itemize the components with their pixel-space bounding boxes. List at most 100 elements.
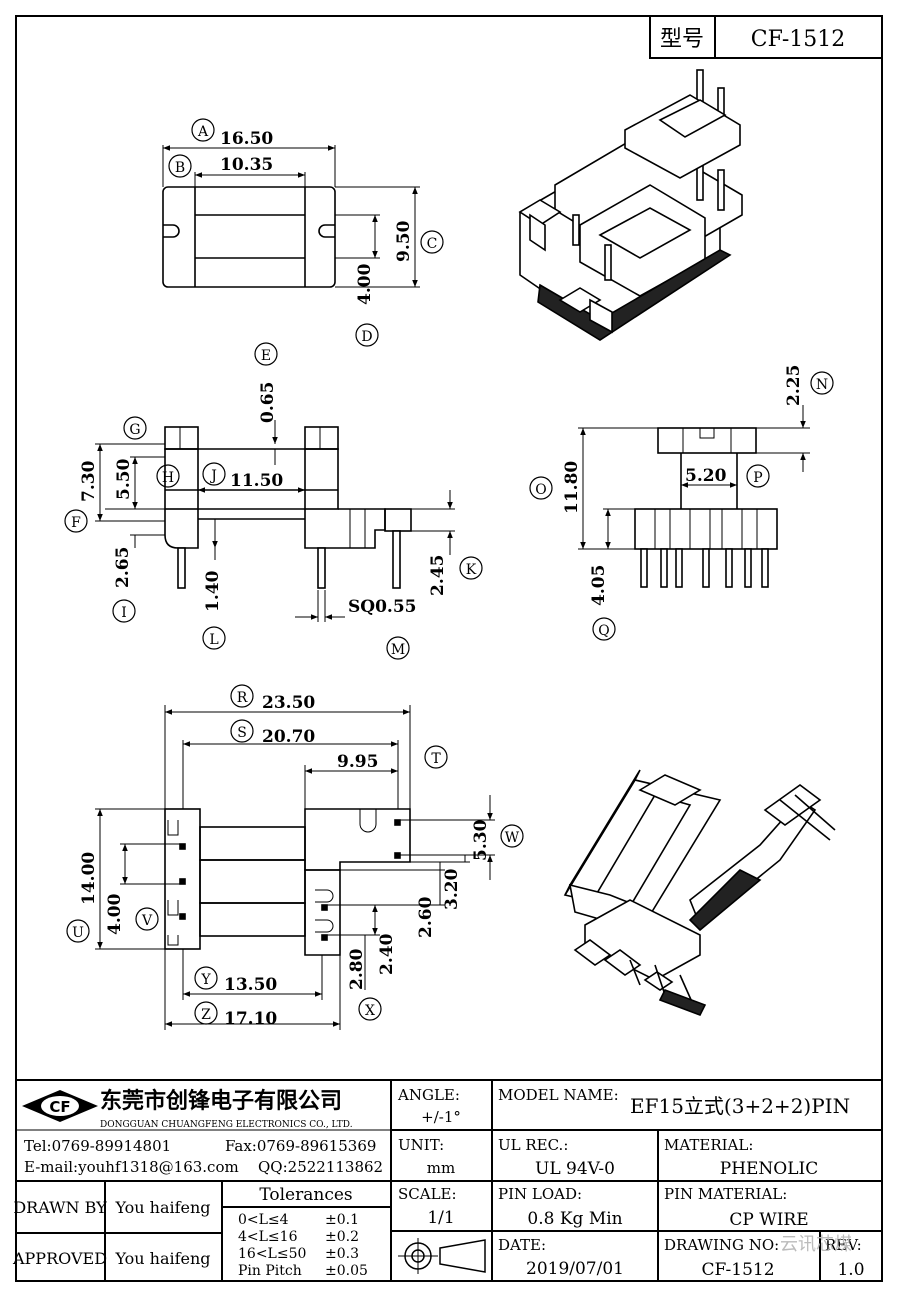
dim-o-value: 11.80: [562, 461, 582, 514]
dim-i-value: 2.65: [113, 547, 133, 588]
dim-d-value: 4.00: [355, 263, 375, 305]
tolerance-range-3: 16<L≤50: [238, 1246, 306, 1262]
ul-rec-label: UL REC.:: [498, 1136, 568, 1154]
title-block: [16, 1079, 882, 1281]
company-name-en: DONGGUAN CHUANGFENG ELECTRONICS CO., LTD…: [100, 1120, 353, 1130]
dim-p-value: 5.20: [685, 466, 727, 486]
company-name-cn: 东莞市创锋电子有限公司: [100, 1088, 342, 1114]
approved-label: APPROVED: [12, 1249, 107, 1268]
tolerance-value-3: ±0.3: [325, 1246, 359, 1262]
dim-v-value: 4.00: [105, 893, 125, 935]
dim-k-letter: K: [466, 562, 477, 578]
tolerance-value-1: ±0.1: [325, 1212, 359, 1228]
dim-f-letter: F: [71, 515, 81, 531]
dim-b-letter: B: [175, 160, 185, 176]
dim-b-value: 10.35: [220, 155, 273, 175]
material-label: MATERIAL:: [664, 1136, 753, 1154]
dim-240-value: 2.40: [377, 933, 397, 975]
drawn-by-value: You haifeng: [114, 1198, 210, 1217]
pin-material-value: CP WIRE: [729, 1210, 808, 1230]
watermark: 云讯芯煤: [780, 1234, 852, 1255]
material-value: PHENOLIC: [720, 1159, 819, 1179]
drawn-by-label: DRAWN BY: [13, 1198, 107, 1217]
unit-value: mm: [427, 1159, 455, 1177]
date-label: DATE:: [498, 1236, 546, 1254]
dim-e-value: 0.65: [258, 382, 278, 423]
date-value: 2019/07/01: [526, 1259, 624, 1279]
dim-a-letter: A: [197, 124, 209, 140]
tolerance-range-1: 0<L≤4: [238, 1212, 289, 1228]
dim-t-value: 9.95: [337, 752, 378, 772]
dim-m-letter: M: [391, 642, 405, 658]
company-tel: Tel:0769-89914801: [24, 1137, 171, 1155]
dim-u-value: 14.00: [79, 852, 99, 905]
scale-label: SCALE:: [398, 1185, 457, 1203]
dim-s-value: 20.70: [262, 727, 315, 747]
dim-w-letter: W: [505, 830, 520, 846]
dim-x-letter: X: [365, 1003, 375, 1019]
iso-view-bottom: [563, 769, 836, 1017]
dim-i-letter: I: [121, 605, 127, 621]
dim-j-letter: J: [209, 468, 217, 484]
dim-y-value: 13.50: [224, 975, 277, 995]
tolerance-range-4: Pin Pitch: [238, 1263, 302, 1279]
dim-320-value: 3.20: [442, 868, 462, 910]
model-name-label: MODEL NAME:: [498, 1086, 619, 1104]
rev-value: 1.0: [837, 1260, 864, 1280]
dim-260-value: 2.60: [416, 896, 436, 938]
dim-l-letter: L: [209, 632, 218, 648]
unit-label: UNIT:: [398, 1136, 444, 1154]
angle-value: +/-1°: [421, 1108, 461, 1126]
drawing-no-value: CF-1512: [701, 1260, 774, 1280]
dim-x-value: 2.80: [347, 948, 367, 990]
dim-o-letter: O: [535, 482, 546, 498]
pin-material-label: PIN MATERIAL:: [664, 1185, 787, 1203]
dim-h-letter: H: [162, 470, 174, 486]
dim-s-letter: S: [237, 725, 247, 741]
dim-r-letter: R: [237, 690, 248, 706]
tolerance-value-2: ±0.2: [325, 1229, 359, 1245]
dim-v-letter: V: [141, 913, 153, 929]
rev-label: REV:: [825, 1236, 862, 1254]
dim-m-value: SQ0.55: [348, 597, 417, 617]
side-view: [95, 420, 455, 622]
drawing-no-label: DRAWING NO:: [664, 1236, 779, 1254]
dim-g-value: 7.30: [79, 460, 99, 502]
tolerances-title: Tolerances: [259, 1185, 352, 1205]
approved-value: You haifeng: [114, 1249, 210, 1268]
sheet-border: [15, 15, 883, 1282]
dim-h-value: 5.50: [114, 458, 134, 500]
dim-d-letter: D: [361, 329, 372, 345]
dim-l-value: 1.40: [203, 570, 223, 612]
dim-c-value: 9.50: [394, 220, 414, 262]
dim-k-value: 2.45: [428, 555, 448, 596]
dim-p-letter: P: [753, 470, 762, 486]
dim-j-value: 11.50: [230, 471, 283, 491]
ul-rec-value: UL 94V-0: [535, 1159, 615, 1179]
pin-load-label: PIN LOAD:: [498, 1185, 582, 1203]
company-fax: Fax:0769-89615369: [225, 1137, 376, 1155]
dim-q-letter: Q: [598, 623, 609, 639]
dim-r-value: 23.50: [262, 693, 315, 713]
dim-u-letter: U: [72, 925, 84, 941]
bottom-view: [95, 705, 495, 1030]
header-model-box: 型号 CF-1512: [649, 15, 883, 59]
dim-n-letter: N: [816, 377, 828, 393]
dim-n-value: 2.25: [784, 365, 804, 406]
dim-z-letter: Z: [201, 1007, 211, 1023]
model-name-value: EF15立式(3+2+2)PIN: [630, 1094, 850, 1118]
company-logo: CF: [22, 1090, 98, 1122]
tolerance-range-2: 4<L≤16: [238, 1229, 298, 1245]
pin-load-value: 0.8 Kg Min: [527, 1209, 622, 1229]
company-qq: QQ:2522113862: [258, 1158, 383, 1176]
dim-t-letter: T: [431, 751, 441, 767]
dim-q-value: 4.05: [589, 565, 609, 606]
iso-view-top: [518, 69, 743, 341]
angle-label: ANGLE:: [397, 1086, 460, 1104]
logo-text: CF: [49, 1098, 70, 1116]
dim-a-value: 16.50: [220, 129, 273, 149]
dim-c-letter: C: [427, 236, 438, 252]
dim-y-letter: Y: [200, 972, 211, 988]
dim-w-value: 5.30: [471, 819, 491, 861]
